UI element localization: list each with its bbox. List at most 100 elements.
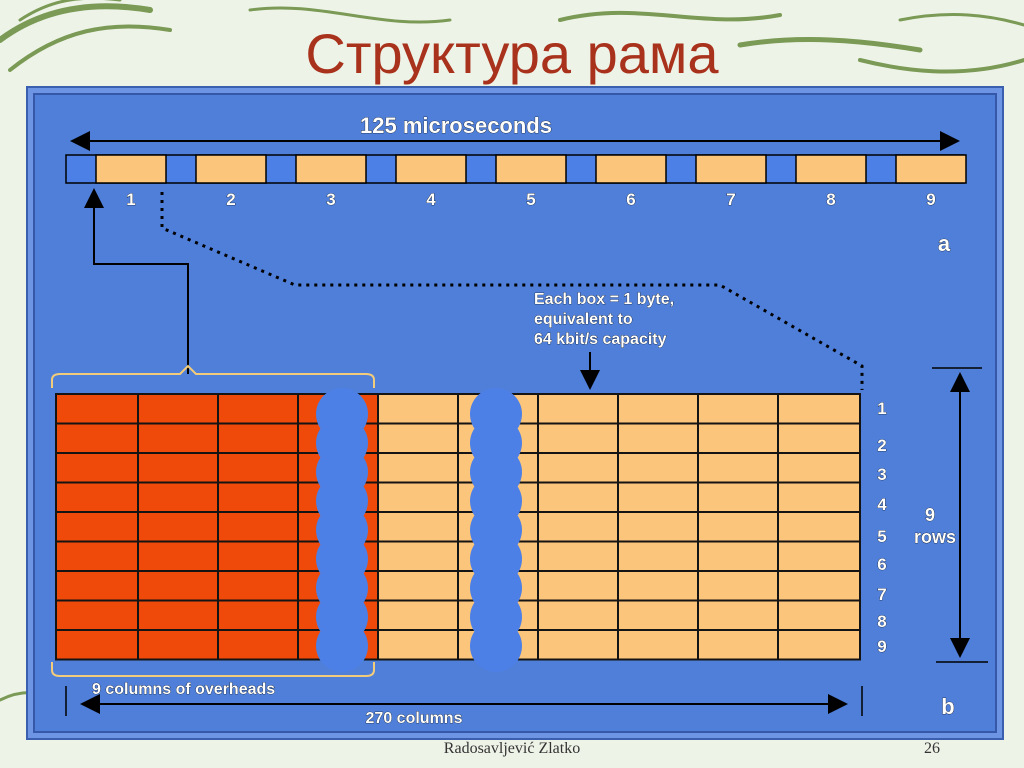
grid-cell <box>617 481 699 513</box>
grid-cell <box>55 481 139 513</box>
frame-grid <box>55 393 861 661</box>
frame-number-3: 3 <box>326 190 335 209</box>
grid-cell <box>217 599 299 631</box>
frame-block-9 <box>895 154 967 184</box>
part-a-letter: a <box>938 231 951 256</box>
grid-cell <box>137 540 219 572</box>
grid-cell <box>777 599 861 631</box>
grid-cell <box>777 540 861 572</box>
annotation-line-2: equivalent to <box>534 311 633 328</box>
duration-label: 125 microseconds <box>360 113 552 138</box>
rows-count: 9 <box>925 505 935 525</box>
expansion-dotted-line <box>160 192 864 390</box>
grid-cell <box>377 570 459 602</box>
annotation-line-1: Each box = 1 byte, <box>534 291 674 308</box>
frame-number-2: 2 <box>226 190 235 209</box>
grid-cell <box>377 452 459 484</box>
grid-cell <box>55 511 139 543</box>
grid-cell <box>777 393 861 425</box>
grid-cell <box>217 540 299 572</box>
grid-cell <box>55 599 139 631</box>
grid-cell <box>697 570 779 602</box>
grid-cell <box>697 511 779 543</box>
grid-cell <box>617 599 699 631</box>
grid-cell <box>617 629 699 661</box>
grid-cell <box>137 570 219 602</box>
grid-cell <box>537 511 619 543</box>
grid-cell <box>137 599 219 631</box>
row-number-7: 7 <box>877 585 886 604</box>
frame-block-6 <box>595 154 667 184</box>
annotation-line-3: 64 kbit/s capacity <box>534 331 667 348</box>
grid-cell <box>697 629 779 661</box>
frame-number-5: 5 <box>526 190 535 209</box>
grid-cell <box>697 540 779 572</box>
overhead-brace-top <box>51 364 375 388</box>
grid-cell <box>137 452 219 484</box>
frame-block-2 <box>195 154 267 184</box>
row-number-4: 4 <box>877 495 887 514</box>
grid-cell <box>537 570 619 602</box>
grid-cell <box>777 481 861 513</box>
frame-block-3 <box>295 154 367 184</box>
grid-cell <box>617 452 699 484</box>
frame-number-1: 1 <box>126 190 135 209</box>
grid-cell <box>217 511 299 543</box>
row-number-2: 2 <box>877 436 886 455</box>
grid-cell <box>537 422 619 454</box>
row-number-8: 8 <box>877 612 886 631</box>
grid-cell <box>537 540 619 572</box>
rows-label: rows <box>914 527 956 547</box>
grid-cell <box>377 599 459 631</box>
grid-column-breaks <box>316 388 522 672</box>
grid-cell <box>377 393 459 425</box>
frame-block-5 <box>495 154 567 184</box>
grid-cell <box>697 393 779 425</box>
grid-cell <box>55 570 139 602</box>
row-number-6: 6 <box>877 555 886 574</box>
frame-number-4: 4 <box>426 190 436 209</box>
grid-cell <box>777 422 861 454</box>
grid-cell <box>217 393 299 425</box>
grid-cell <box>537 452 619 484</box>
footer-author: Radosavljević Zlatko <box>443 740 581 757</box>
grid-cell <box>55 422 139 454</box>
row-number-5: 5 <box>877 527 886 546</box>
grid-cell <box>217 481 299 513</box>
frame-number-9: 9 <box>926 190 935 209</box>
part-b-letter: b <box>941 694 954 719</box>
grid-cell <box>617 393 699 425</box>
footer-page-number: 26 <box>924 740 940 757</box>
grid-cell <box>537 393 619 425</box>
grid-cell <box>377 481 459 513</box>
row-number-3: 3 <box>877 465 886 484</box>
frame-number-8: 8 <box>826 190 835 209</box>
slide-title: Структура рама <box>305 22 719 85</box>
frame-block-4 <box>395 154 467 184</box>
frame-number-7: 7 <box>726 190 735 209</box>
grid-cell <box>537 481 619 513</box>
grid-cell <box>137 393 219 425</box>
grid-cell <box>537 629 619 661</box>
grid-cell <box>217 452 299 484</box>
grid-cell <box>777 629 861 661</box>
frame-blocks <box>95 154 967 184</box>
frame-block-8 <box>795 154 867 184</box>
grid-cell <box>377 422 459 454</box>
grid-cell <box>55 629 139 661</box>
grid-cell <box>617 540 699 572</box>
column-break-2 <box>470 388 522 672</box>
grid-cell <box>137 511 219 543</box>
grid-cell <box>55 540 139 572</box>
frame-one-pointer <box>84 188 189 374</box>
grid-cell <box>377 629 459 661</box>
column-break-1 <box>316 388 368 672</box>
grid-cell <box>697 481 779 513</box>
grid-cell <box>217 422 299 454</box>
grid-cell <box>777 452 861 484</box>
grid-cell <box>617 570 699 602</box>
grid-cell <box>617 422 699 454</box>
